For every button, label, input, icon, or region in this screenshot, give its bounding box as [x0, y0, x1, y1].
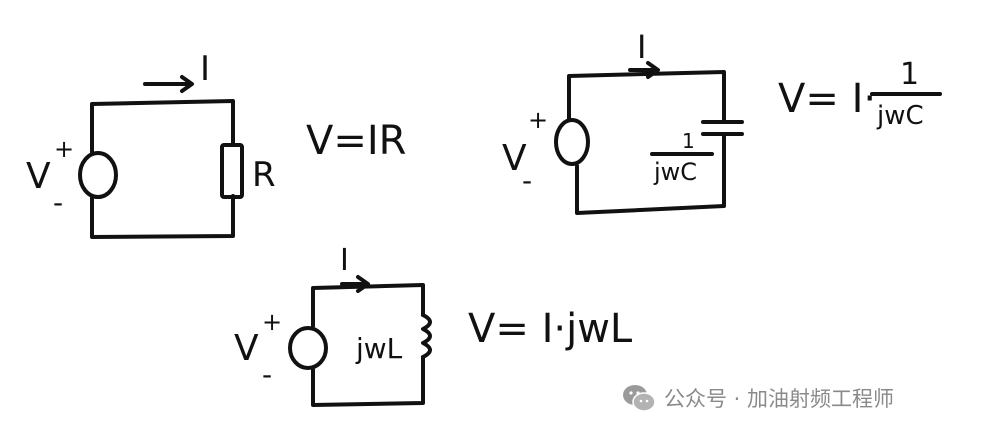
current-arrow-head	[180, 75, 194, 93]
voltage-source-symbol	[288, 326, 328, 370]
watermark-text: 公众号 · 加油射频工程师	[664, 387, 895, 411]
capacitor-impedance-numerator: 1	[682, 129, 695, 153]
capacitor-symbol	[701, 120, 744, 136]
resistor-circuit-wire	[90, 99, 235, 239]
voltage-source-symbol	[78, 151, 118, 199]
capacitor-equation-denominator: jwC	[876, 101, 924, 131]
plus-sign: +	[262, 308, 282, 336]
current-label: I	[637, 28, 646, 66]
inductor-circuit-wire	[311, 283, 425, 407]
minus-sign: -	[522, 164, 532, 197]
source-label: V	[502, 138, 527, 179]
inductor-label: jwL	[355, 332, 403, 365]
minus-sign: -	[53, 186, 63, 219]
resistor-label: R	[252, 155, 276, 195]
inductor-coil-symbol	[421, 313, 432, 359]
resistor-symbol	[220, 143, 244, 199]
capacitor-circuit: I V + - 1 jwC V= I· 1 jwC	[502, 28, 942, 215]
current-arrow-head	[356, 275, 370, 293]
current-arrow-head	[646, 61, 660, 79]
capacitor-equation-numerator: 1	[900, 57, 919, 92]
watermark: 公众号 · 加油射频工程师	[622, 380, 894, 416]
wechat-icon	[623, 385, 656, 412]
source-label: V	[234, 328, 259, 369]
current-label: I	[200, 49, 210, 89]
inductor-equation: V= I·jwL	[468, 306, 633, 352]
current-label: I	[340, 243, 349, 278]
plus-sign: +	[528, 106, 548, 134]
capacitor-impedance-denominator: jwC	[653, 158, 697, 186]
capacitor-equation-left: V= I·	[778, 76, 876, 122]
ohm-law-equation: V=IR	[306, 118, 406, 164]
minus-sign: -	[262, 358, 272, 391]
source-label: V	[26, 156, 51, 197]
resistor-circuit: I V + - R V=IR	[26, 49, 406, 239]
plus-sign: +	[54, 135, 74, 163]
capacitor-circuit-wire	[567, 70, 726, 215]
voltage-source-symbol	[554, 118, 590, 166]
inductor-circuit: I V + - jwL V= I·jwL	[234, 243, 633, 407]
